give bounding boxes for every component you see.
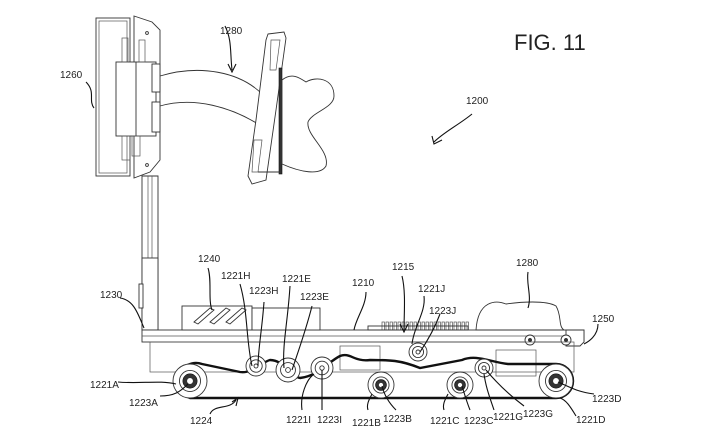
cushion-pad	[281, 75, 335, 173]
axle	[481, 365, 487, 371]
label-1221j: 1221J	[418, 284, 445, 295]
label-1223b: 1223B	[383, 414, 412, 425]
label-1223i: 1223I	[317, 415, 342, 426]
rack-teeth	[367, 321, 469, 331]
axle	[377, 381, 385, 389]
label-1221b: 1221B	[352, 418, 381, 429]
leader-1223d	[557, 381, 595, 395]
chassis-cushion	[475, 301, 566, 331]
label-1221a: 1221A	[90, 380, 119, 391]
label-1280-upper: 1280	[220, 26, 243, 37]
axle	[253, 363, 259, 369]
leader-lines	[85, 25, 599, 417]
label-1223g: 1223G	[523, 409, 553, 420]
leader-1280-upper	[224, 25, 233, 71]
leader-1221i	[301, 373, 315, 411]
leader-1200	[433, 113, 473, 143]
label-1221h: 1221H	[221, 271, 250, 282]
leader-1223a	[159, 383, 189, 397]
wheel-hub	[477, 361, 491, 375]
leader-1221e	[283, 285, 291, 369]
axle	[552, 377, 560, 385]
wheel-hub	[372, 376, 390, 394]
rack-bar	[367, 325, 469, 331]
motor-fins	[193, 307, 247, 325]
label-1250: 1250	[592, 314, 615, 325]
mast	[138, 175, 159, 331]
leader-1240	[207, 267, 213, 311]
leader-1223e	[291, 305, 313, 371]
label-1223a: 1223A	[129, 398, 158, 409]
leader-1260	[85, 81, 95, 109]
label-1221g: 1221G	[493, 412, 523, 423]
leader-1223b	[381, 385, 397, 411]
label-1260: 1260	[60, 70, 83, 81]
wheel-1221e	[275, 357, 301, 383]
label-1221c: 1221C	[430, 416, 459, 427]
leader-1221d	[559, 397, 577, 417]
label-1224: 1224	[190, 416, 213, 427]
axle	[186, 377, 194, 385]
leader-1221g	[483, 373, 495, 411]
leader-1230	[119, 297, 145, 329]
wheel-1221c	[446, 371, 474, 399]
motor-housing	[181, 305, 253, 331]
leader-1221c	[442, 393, 449, 411]
label-1215: 1215	[392, 262, 415, 273]
axle	[456, 381, 464, 389]
axle	[415, 349, 421, 355]
label-1221d: 1221D	[576, 415, 605, 426]
label-1221e: 1221E	[282, 274, 311, 285]
label-1223c: 1223C	[464, 416, 493, 427]
leader-1215	[401, 275, 406, 331]
label-1210: 1210	[352, 278, 375, 289]
chassis	[141, 301, 585, 377]
wheel-hub	[280, 362, 296, 378]
wheel-hub	[179, 370, 201, 392]
leader-1223g	[485, 369, 525, 407]
label-1280-lower: 1280	[516, 258, 539, 269]
label-1200: 1200	[466, 96, 489, 107]
leader-1250	[583, 323, 599, 345]
wheel-hub	[451, 376, 469, 394]
axle	[319, 365, 325, 371]
leader-1221a	[117, 381, 177, 385]
wheel-hub	[411, 345, 425, 359]
label-1221i: 1221I	[286, 415, 311, 426]
label-1223j: 1223J	[429, 306, 456, 317]
cable-1280-upper	[159, 70, 263, 125]
panel-assembly	[95, 15, 161, 179]
armrest-bracket	[247, 31, 335, 185]
leader-1223j	[419, 313, 441, 353]
leader-1280-lower	[527, 271, 530, 309]
leader-1223h	[257, 301, 265, 367]
label-1230: 1230	[100, 290, 123, 301]
figure-title: FIG. 11	[514, 30, 586, 55]
leader-1210	[353, 291, 367, 331]
wheel-1221b	[367, 371, 395, 399]
leader-1223c	[461, 385, 471, 411]
wheel-1221a	[172, 363, 208, 399]
wheel-1221h	[245, 355, 267, 377]
axle	[285, 367, 291, 373]
label-1223d: 1223D	[592, 394, 621, 405]
leader-1221j	[411, 295, 425, 345]
leader-1221h	[239, 283, 253, 367]
wheel-1221d	[538, 363, 574, 399]
wheel-hub	[249, 359, 263, 373]
leader-1221b	[366, 393, 373, 411]
reference-labels: 1280 1260 1200 1230 1240 1221H 1223H 122…	[60, 26, 621, 429]
label-1223e: 1223E	[300, 292, 329, 303]
wheel-hub	[545, 370, 567, 392]
leader-1224	[209, 399, 237, 415]
label-1223h: 1223H	[249, 286, 278, 297]
label-1240: 1240	[198, 254, 221, 265]
